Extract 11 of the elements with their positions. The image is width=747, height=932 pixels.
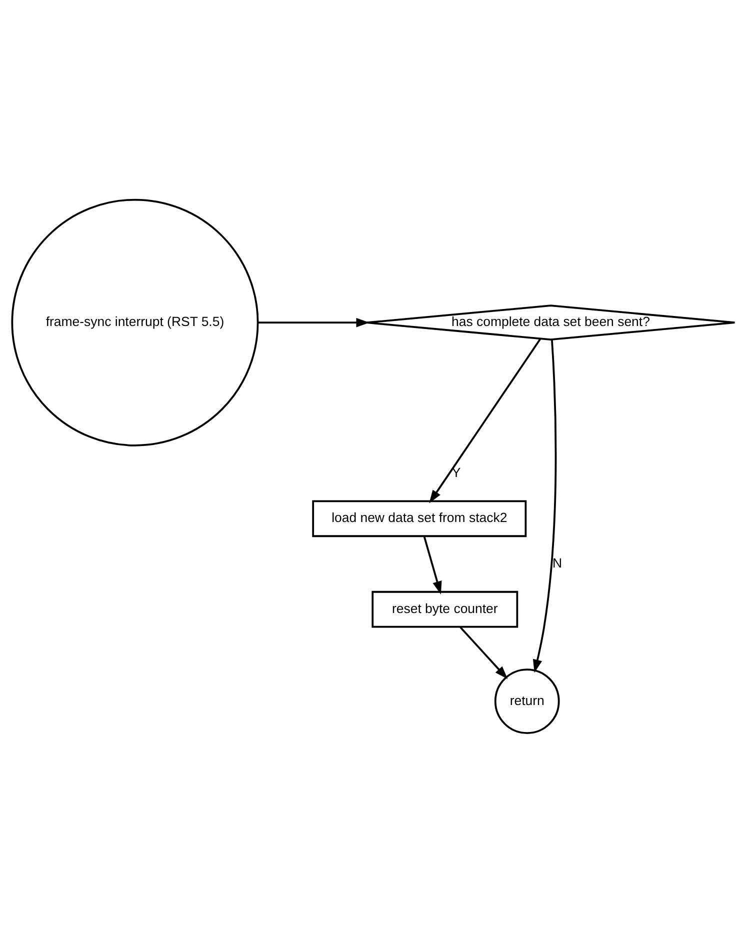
arrow [532,339,557,672]
edge-label: N [552,555,562,570]
arrow [429,338,542,503]
node-circle: return [494,668,560,734]
arrow [258,317,370,327]
node-circle: frame-sync interrupt (RST 5.5) [11,198,259,446]
node-box: load new data set from stack2 [312,500,527,537]
node-box: reset byte counter [372,590,518,628]
arrow [423,536,442,594]
arrow [460,626,508,679]
node-diamond: has complete data set been sent? [366,304,736,340]
